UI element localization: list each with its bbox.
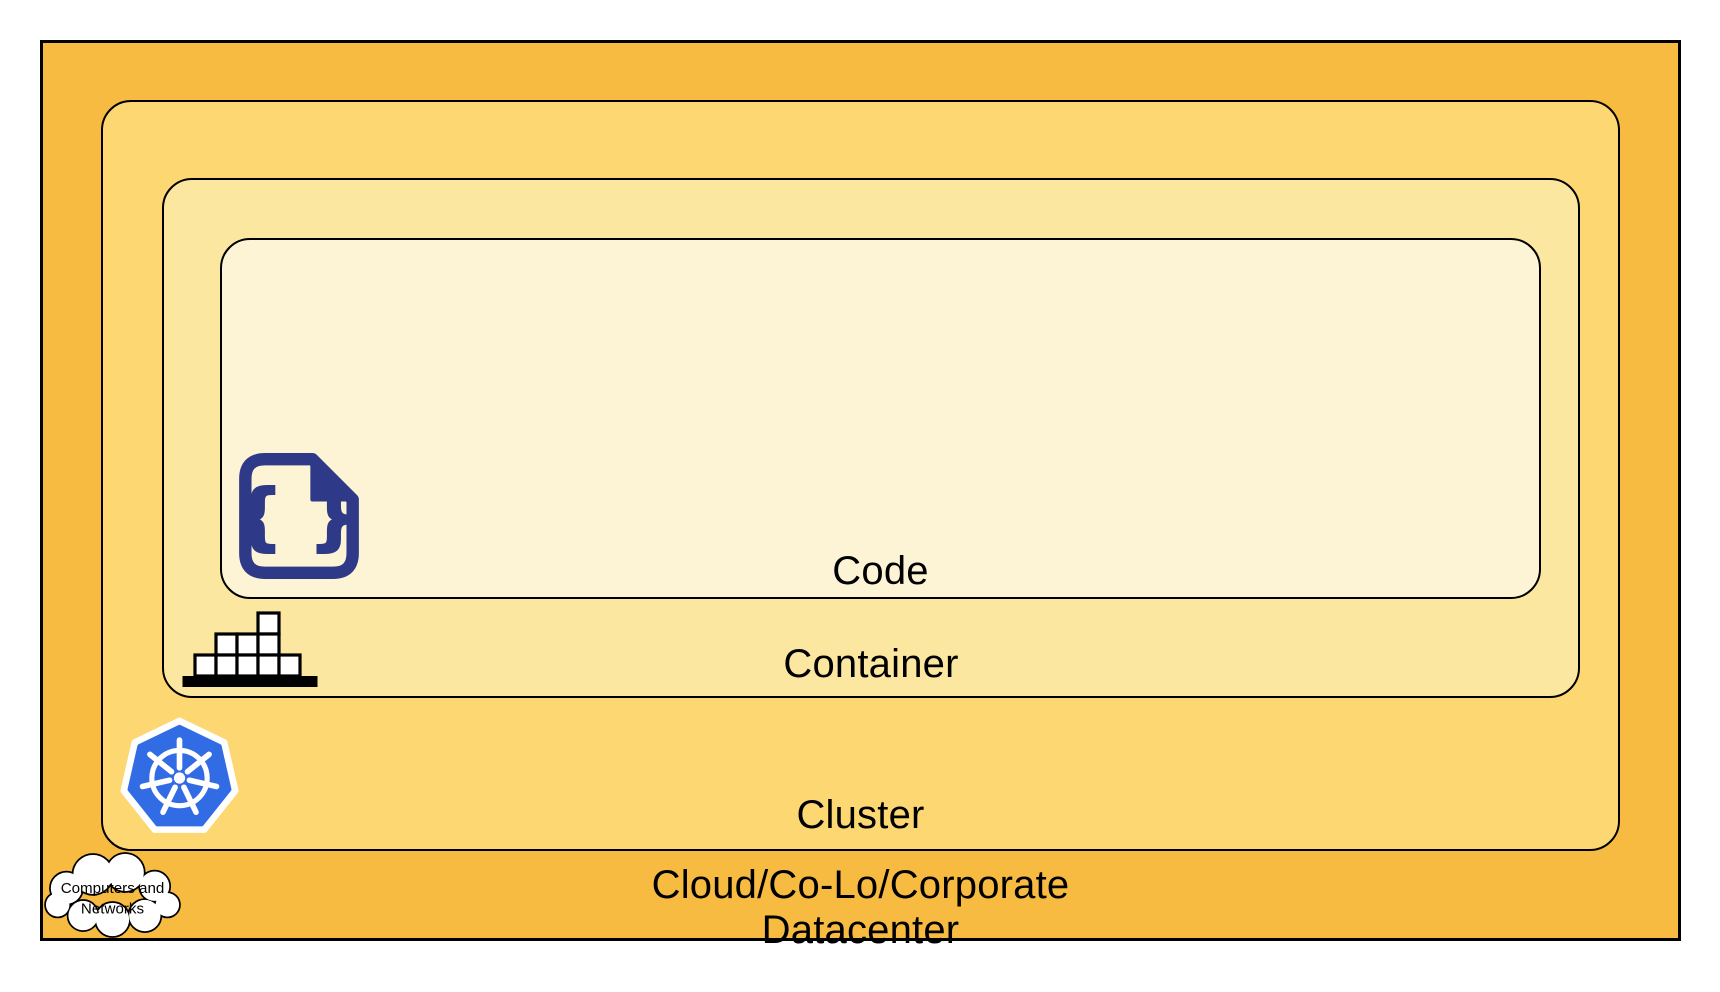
computers-networks-cloud-icon: Computers and Networks bbox=[44, 852, 181, 938]
code-file-fold bbox=[310, 455, 357, 502]
datacenter-label-line2: Datacenter bbox=[761, 908, 960, 953]
kubernetes-wheel-hub bbox=[173, 772, 186, 784]
container-base-bar bbox=[182, 676, 318, 687]
kubernetes-helm-icon bbox=[120, 717, 239, 833]
container-boxes bbox=[193, 611, 302, 678]
container-stack-icon bbox=[182, 611, 318, 687]
datacenter-label: Cloud/Co-Lo/Corporate Datacenter bbox=[40, 863, 1681, 953]
cloud-label-line2: Networks bbox=[81, 901, 145, 918]
code-label: Code bbox=[832, 549, 929, 593]
layer-code bbox=[220, 238, 1541, 599]
cluster-label: Cluster bbox=[796, 793, 925, 837]
datacenter-label-line1: Cloud/Co-Lo/Corporate bbox=[651, 863, 1070, 907]
code-file-outline bbox=[239, 453, 359, 579]
code-file-icon: { } bbox=[238, 453, 360, 579]
container-label: Container bbox=[783, 642, 959, 686]
code-braces-glyph: { } bbox=[238, 475, 360, 559]
cloud-label-line1: Computers and bbox=[61, 880, 165, 897]
cloud-fill bbox=[45, 853, 180, 937]
kubernetes-wheel bbox=[139, 737, 220, 816]
